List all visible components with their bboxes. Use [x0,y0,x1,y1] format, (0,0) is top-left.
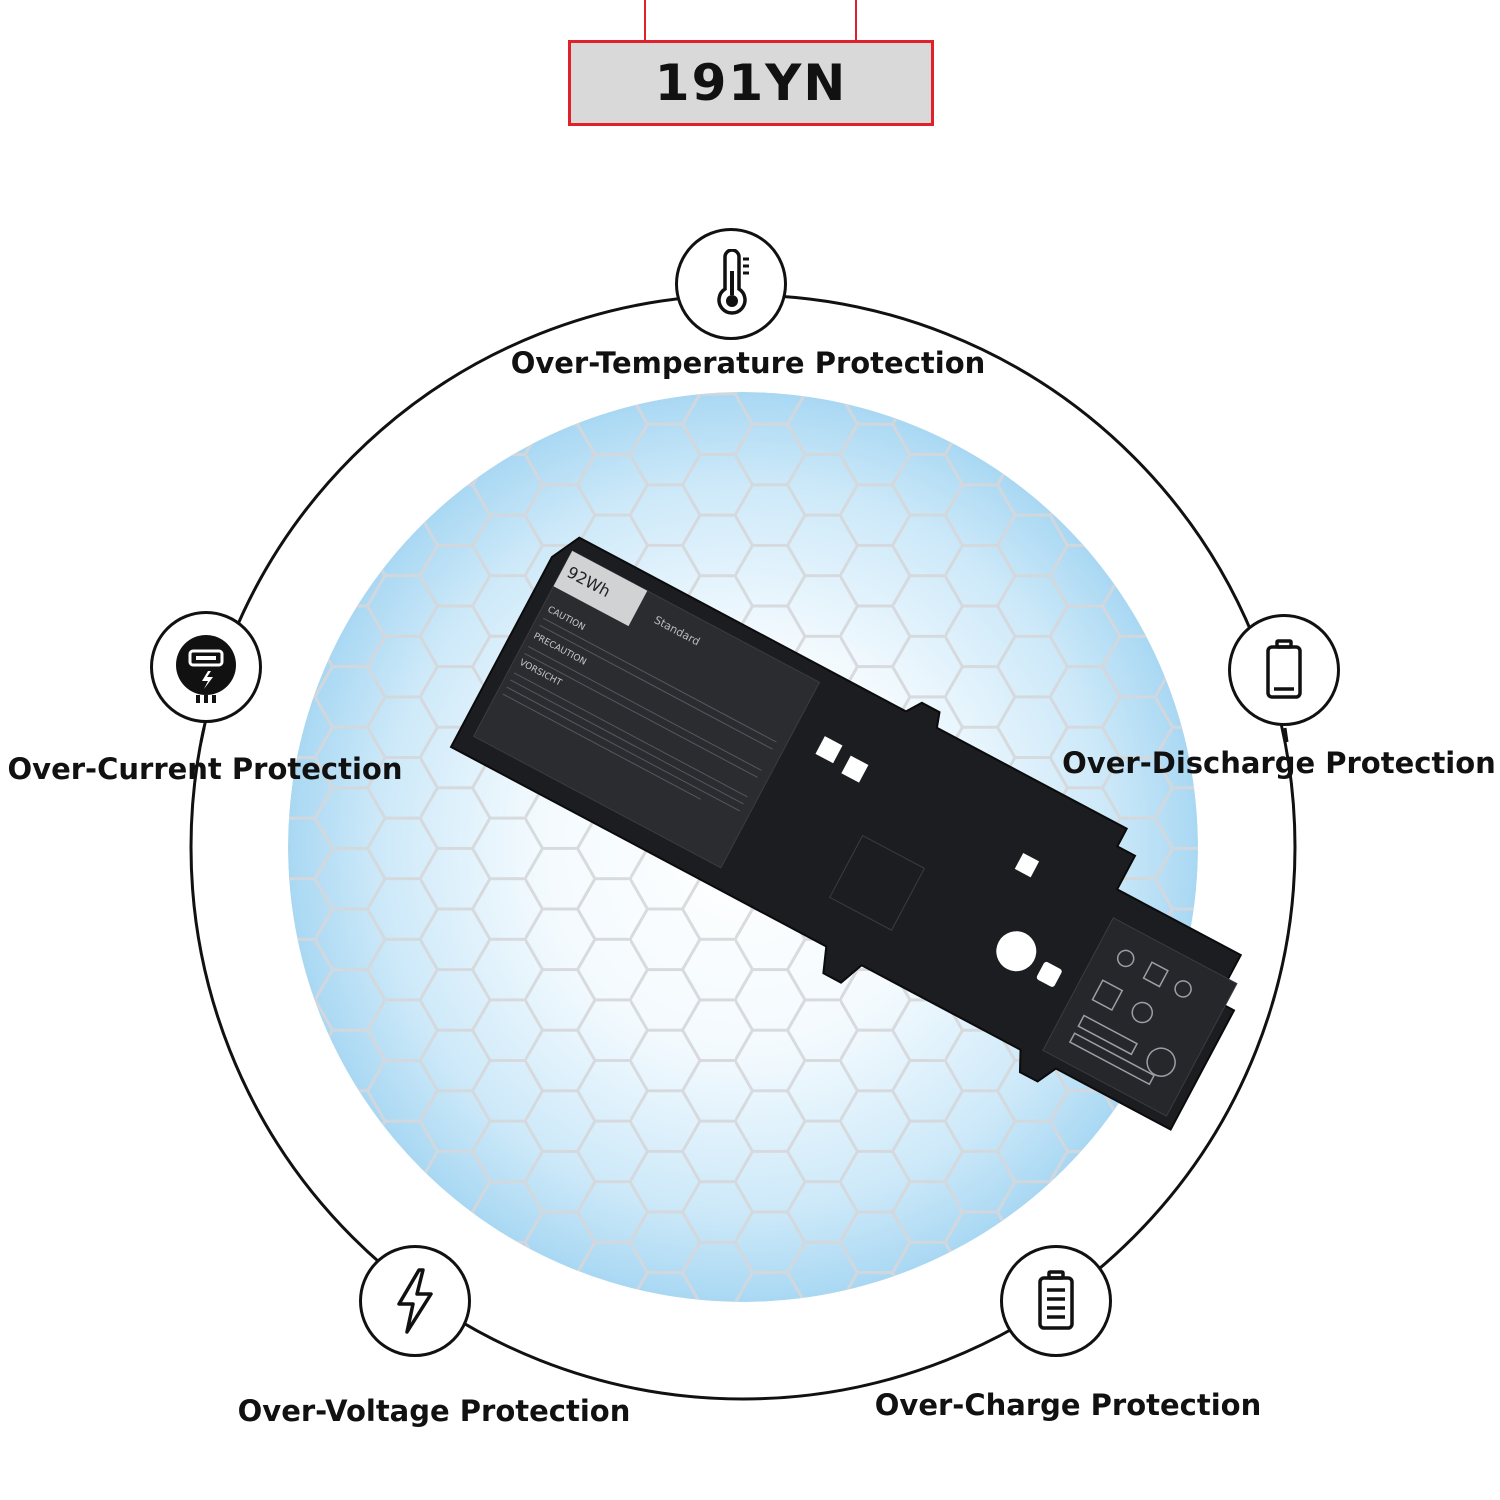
label-over-discharge: Over-Discharge Protection [1062,746,1496,780]
connector-discharge [1283,727,1289,743]
callout-line-left [644,0,646,42]
discharge-icon-circle [1228,614,1340,726]
temperature-icon-circle [675,228,787,340]
lightning-bolt-icon [397,1268,433,1334]
current-icon-circle [150,611,262,723]
current-meter-icon [176,635,236,703]
label-over-charge: Over-Charge Protection [874,1388,1262,1422]
empty-battery-icon [1266,639,1302,699]
charge-icon-circle [1000,1245,1112,1357]
model-number: 191YN [654,54,848,112]
thermometer-icon [717,249,749,315]
callout-line-right [855,0,857,42]
label-over-current: Over-Current Protection [7,752,403,786]
full-battery-icon [1038,1270,1074,1330]
model-number-box: 191YN [568,40,934,126]
label-over-temperature: Over-Temperature Protection [510,346,986,380]
voltage-icon-circle [359,1245,471,1357]
connector-current [199,727,206,743]
battery-image: 92Wh Standard CAUTION PRECAUTION VORSICH… [449,536,1243,1131]
label-over-voltage: Over-Voltage Protection [237,1394,631,1428]
